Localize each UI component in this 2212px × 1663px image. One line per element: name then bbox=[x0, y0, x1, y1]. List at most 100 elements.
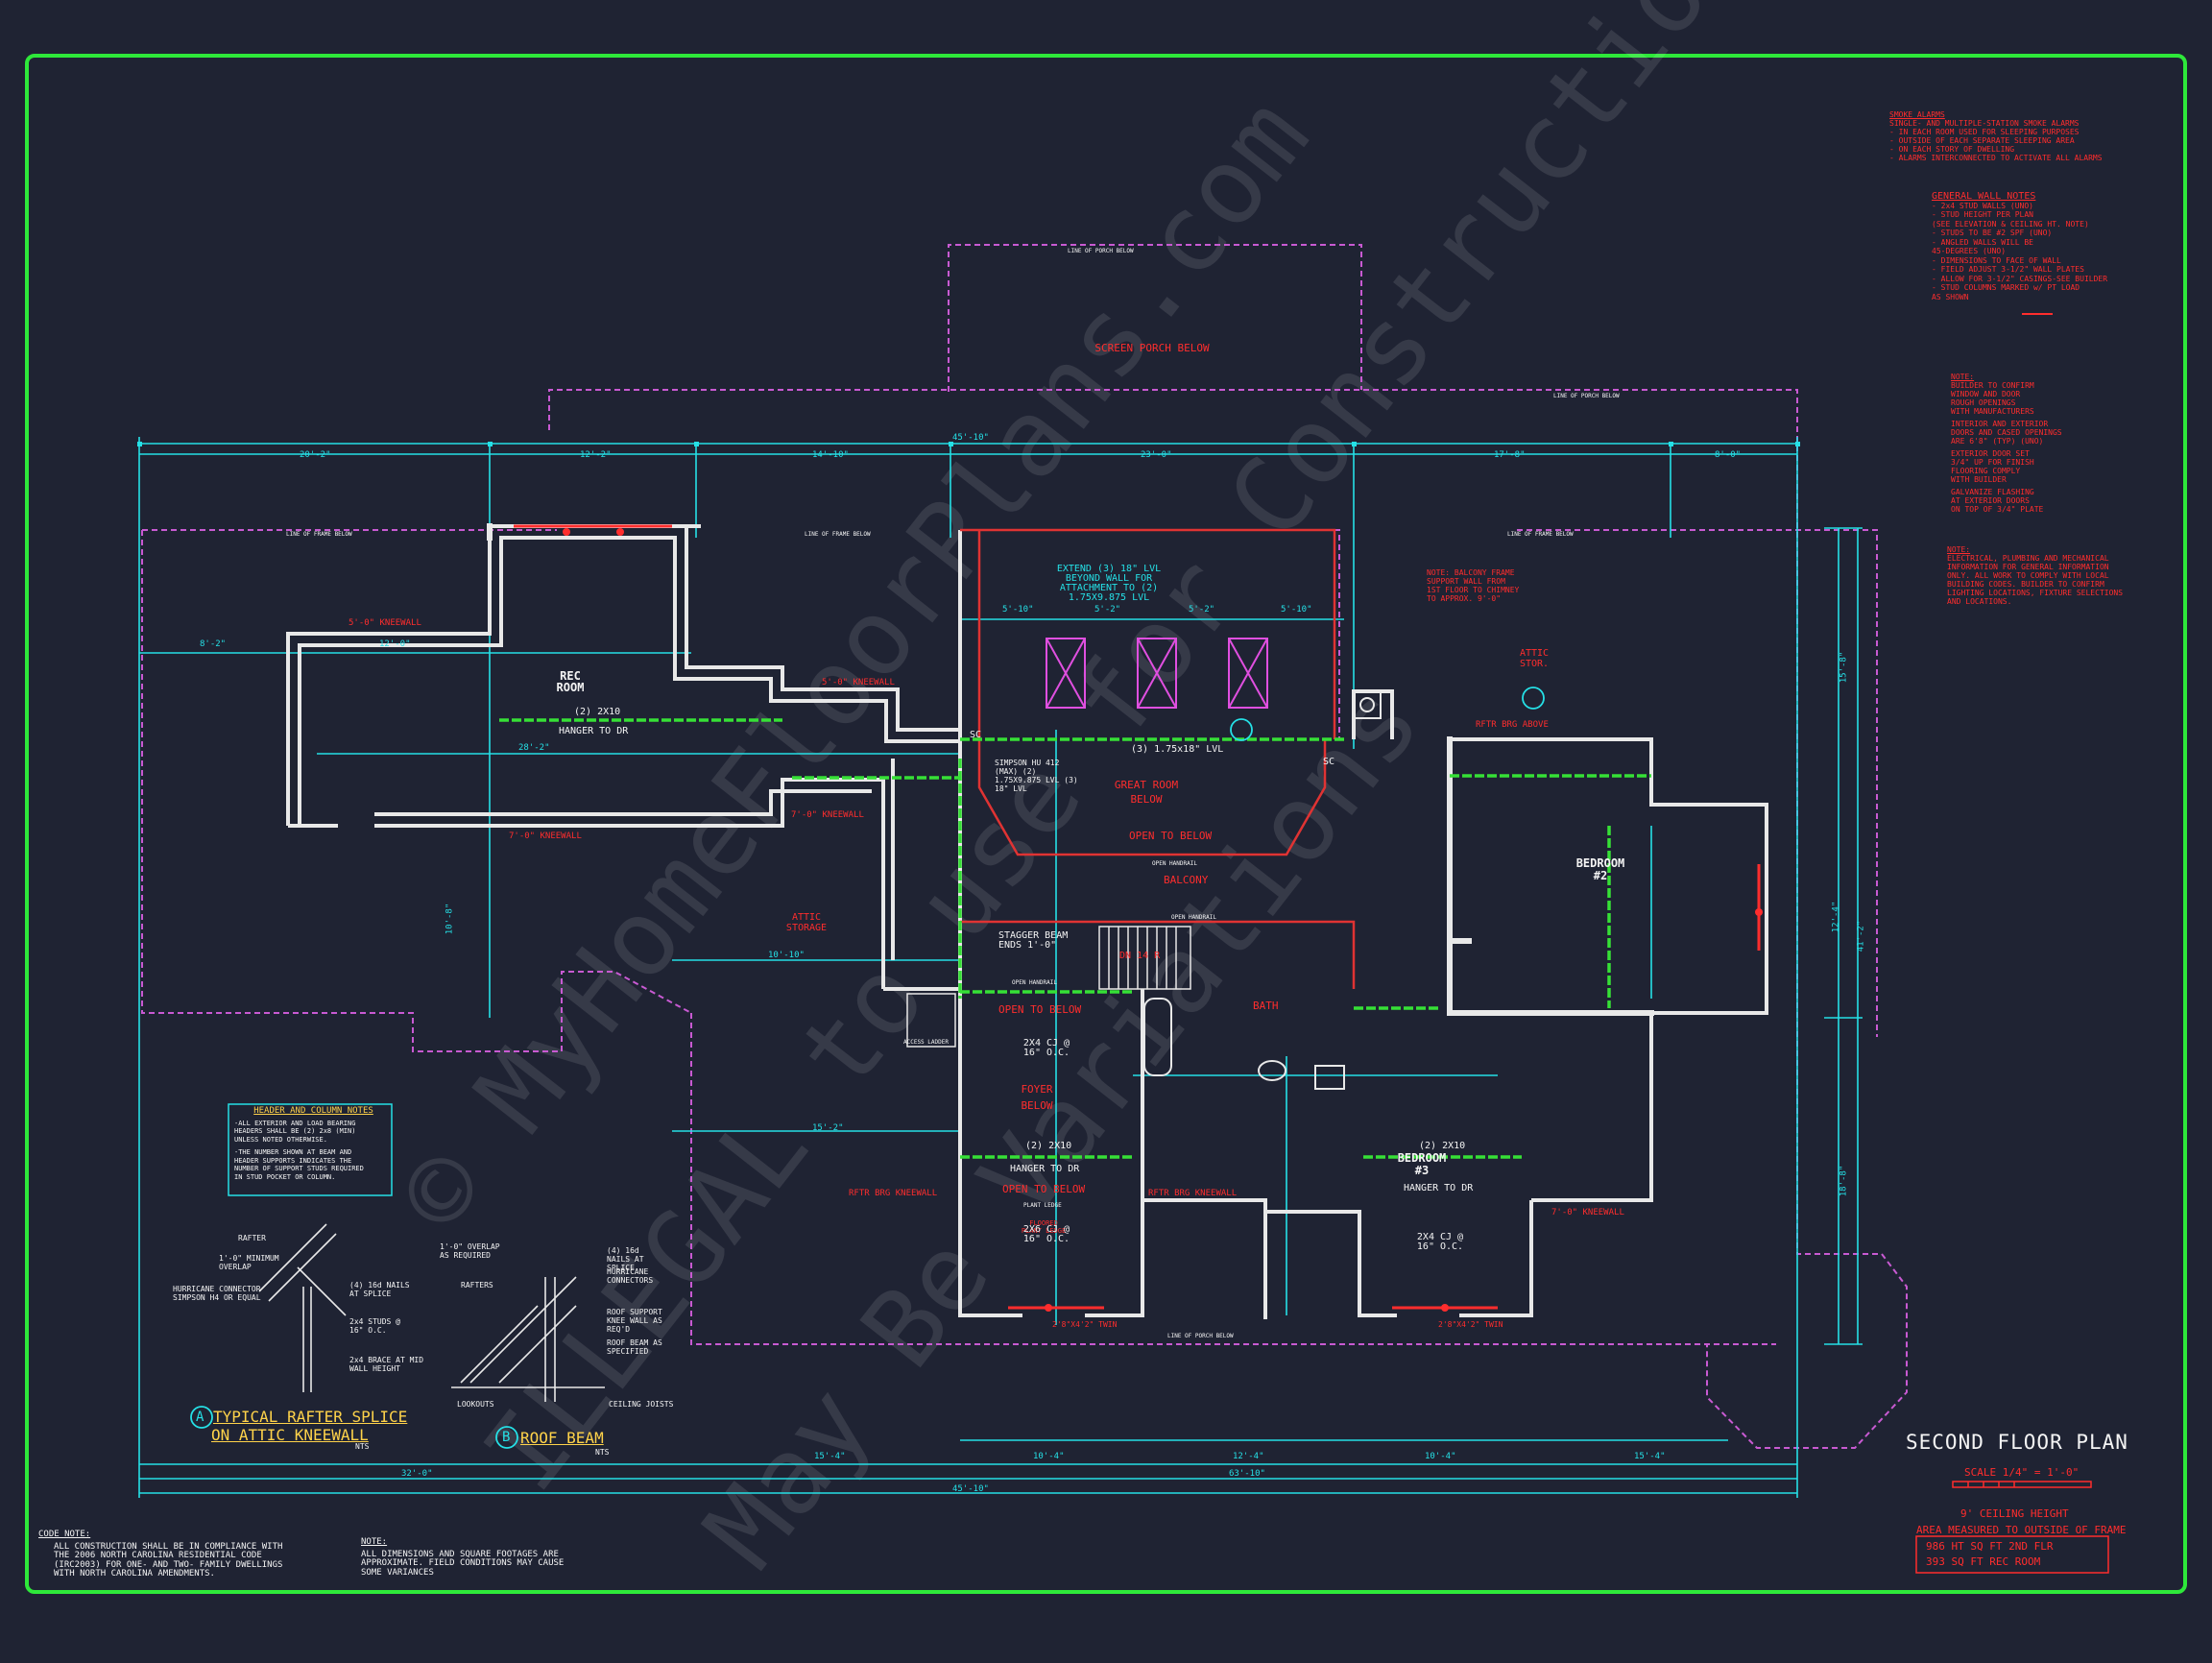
dim-bottom: 32'-0" bbox=[401, 1469, 433, 1479]
note-line: BUILDER TO CONFIRM bbox=[1951, 381, 2034, 390]
header-line: NUMBER OF SUPPORT STUDS REQUIRED bbox=[234, 1165, 364, 1172]
room-foyer: FOYER BELOW bbox=[1021, 1083, 1053, 1112]
kneewall-5-label-b: 5'-0" KNEEWALL bbox=[822, 678, 895, 687]
smoke-line: - ALARMS INTERCONNECTED TO ACTIVATE ALL … bbox=[1889, 154, 2103, 162]
dim-top: 14'-10" bbox=[812, 450, 849, 460]
wall-line: - ALLOW FOR 3-1/2" CASINGS-SEE BUILDER bbox=[1932, 274, 2108, 283]
detail-b-label: ROOF SUPPORT KNEE WALL AS REQ'D bbox=[607, 1308, 662, 1334]
dim-top: 8'-0" bbox=[1715, 450, 1742, 460]
dim-overall-top: 45'-10" bbox=[952, 433, 989, 443]
sc-label-2: SC bbox=[1323, 757, 1335, 767]
note-line: ARE 6'8" (TYP) (UNO) bbox=[1951, 437, 2044, 446]
wall-line: - ANGLED WALLS WILL BE bbox=[1932, 237, 2033, 247]
detail-a-label: HURRICANE CONNECTOR SIMPSON H4 OR EQUAL bbox=[173, 1285, 261, 1302]
rec-room-walls bbox=[488, 524, 962, 1311]
detail-b-label: HURRICANE CONNECTORS bbox=[607, 1267, 654, 1285]
window-label-2: 2'8"X4'2" TWIN bbox=[1438, 1320, 1503, 1329]
wall-line: - STUDS TO BE #2 SPF (UNO) bbox=[1932, 229, 2053, 237]
rftr-label-1: RFTR BRG KNEEWALL bbox=[849, 1189, 938, 1198]
room-open-to-below-2: OPEN TO BELOW bbox=[998, 1003, 1082, 1016]
dim-inner: 8'-2" bbox=[200, 639, 227, 649]
dim-bottom: 63'-10" bbox=[1229, 1469, 1265, 1479]
sheet-border bbox=[25, 54, 2187, 1594]
detail-a-title-2: ON ATTIC KNEEWALL bbox=[211, 1426, 369, 1444]
note-line: INTERIOR AND EXTERIOR bbox=[1951, 420, 2049, 428]
smoke-line: - OUTSIDE OF EACH SEPARATE SLEEPING AREA bbox=[1889, 136, 2075, 145]
code-line: (IRC2003) FOR ONE- AND TWO- FAMILY DWELL… bbox=[54, 1559, 283, 1570]
hanger-label: HANGER TO DR bbox=[559, 726, 629, 736]
detail-b-nts: NTS bbox=[595, 1448, 610, 1457]
x2x10-label: (2) 2X10 bbox=[574, 707, 621, 717]
detail-b-label: CEILING JOISTS bbox=[609, 1400, 674, 1409]
room-bath: BATH bbox=[1253, 1000, 1279, 1012]
room-attic-stor: ATTIC STOR. bbox=[1519, 648, 1550, 669]
room-great-room: GREAT ROOM BELOW bbox=[1114, 779, 1179, 806]
general-note: NOTE: ALL DIMENSIONS AND SQUARE FOOTAGES… bbox=[361, 1537, 630, 1578]
dim-bottom2: 10'-4" bbox=[1033, 1452, 1065, 1461]
general-note-title: NOTE: bbox=[361, 1537, 388, 1547]
dim-right: 12'-4" bbox=[1831, 901, 1841, 933]
dim-bottom2: 15'-4" bbox=[1634, 1452, 1666, 1461]
detail-b-label: 1'-0" OVERLAP AS REQUIRED bbox=[440, 1242, 500, 1260]
detail-a-label: RAFTER bbox=[238, 1234, 266, 1242]
mep-line: BUILDING CODES. BUILDER TO CONFIRM bbox=[1947, 580, 2104, 589]
plan-scale: SCALE 1/4" = 1'-0" bbox=[1964, 1466, 2080, 1479]
note-line: EXTERIOR DOOR SET bbox=[1951, 449, 2030, 458]
wall-notes: GENERAL WALL NOTES - 2x4 STUD WALLS (UNO… bbox=[1932, 192, 2162, 301]
header-line: HEADERS SHALL BE (2) 2x8 (MIN) bbox=[234, 1127, 356, 1135]
dim-inner: 5'-10" bbox=[1002, 605, 1034, 615]
header-notes: HEADER AND COLUMN NOTES -ALL EXTERIOR AN… bbox=[234, 1107, 393, 1181]
section-markers bbox=[190, 687, 1545, 1449]
sc-label: SC bbox=[970, 730, 982, 740]
open-handrail-1: OPEN HANDRAIL bbox=[1152, 860, 1197, 867]
detail-a-label: (4) 16d NAILS AT SPLICE bbox=[349, 1281, 410, 1298]
detail-b-graphic bbox=[451, 1276, 605, 1402]
code-line: ALL CONSTRUCTION SHALL BE IN COMPLIANCE … bbox=[54, 1541, 283, 1552]
room-open-to-below-3: OPEN TO BELOW bbox=[1002, 1183, 1086, 1195]
porch-below-3: LINE OF PORCH BELOW bbox=[1167, 1333, 1234, 1339]
dim-right: 41'-2" bbox=[1856, 920, 1866, 952]
detail-a-marker: A bbox=[196, 1410, 204, 1425]
detail-a-label: 2x4 STUDS @ 16" O.C. bbox=[349, 1317, 400, 1335]
header-line: -ALL EXTERIOR AND LOAD BEARING bbox=[234, 1119, 356, 1127]
x2x10-foyer: (2) 2X10 bbox=[1025, 1141, 1072, 1151]
note-line: WITH MANUFACTURERS bbox=[1951, 407, 2034, 416]
dim-inner: 28'-2" bbox=[518, 743, 550, 753]
mep-notes: NOTE: ELECTRICAL, PLUMBING AND MECHANICA… bbox=[1947, 545, 2168, 606]
skylights bbox=[1046, 638, 1268, 709]
code-note: CODE NOTE: ALL CONSTRUCTION SHALL BE IN … bbox=[38, 1530, 346, 1579]
general-line: APPROXIMATE. FIELD CONDITIONS MAY CAUSE bbox=[361, 1558, 565, 1568]
dim-inner: 5'-2" bbox=[1094, 605, 1121, 615]
room-open-to-below: OPEN TO BELOW bbox=[1129, 830, 1213, 842]
ceiling-height: 9' CEILING HEIGHT bbox=[1960, 1507, 2069, 1520]
detail-b-title: ROOF BEAM bbox=[520, 1429, 604, 1447]
area-header: AREA MEASURED TO OUTSIDE OF FRAME bbox=[1916, 1524, 2127, 1536]
code-note-title: CODE NOTE: bbox=[38, 1530, 91, 1539]
detail-b-marker: B bbox=[502, 1430, 511, 1445]
hanger-label-bed3: HANGER TO DR bbox=[1404, 1183, 1474, 1193]
kneewall-5-label: 5'-0" KNEEWALL bbox=[349, 618, 421, 628]
cj-bed3: 2X4 CJ @ 16" O.C. bbox=[1416, 1232, 1464, 1252]
note-line: AT EXTERIOR DOORS bbox=[1951, 496, 2030, 505]
stairs bbox=[906, 926, 1191, 1048]
area-rec-room: 393 SQ FT REC ROOM bbox=[1926, 1555, 2041, 1568]
note-line: FLOORING COMPLY bbox=[1951, 467, 2021, 475]
header-line: IN STUD POCKET OR COLUMN. bbox=[234, 1172, 336, 1181]
builder-notes-title: NOTE: bbox=[1951, 373, 1975, 381]
room-screen-porch: SCREEN PORCH BELOW bbox=[1094, 342, 1210, 354]
lvl-beam-label: (3) 1.75x18" LVL bbox=[1131, 744, 1224, 755]
general-line: SOME VARIANCES bbox=[361, 1567, 434, 1578]
dim-top: 23'-0" bbox=[1141, 450, 1172, 460]
room-rec-room: REC ROOM bbox=[556, 669, 585, 694]
header-notes-box bbox=[228, 1103, 393, 1196]
note-line: ON TOP OF 3/4" PLATE bbox=[1951, 505, 2044, 514]
simpson-label: SIMPSON HU 412 (MAX) (2) 1.75X9.875 LVL … bbox=[995, 759, 1078, 793]
detail-b-label: (4) 16d NAILS AT SPLICE bbox=[607, 1246, 644, 1272]
cj-2x4-label: 2X4 CJ @ 16" O.C. bbox=[1022, 1038, 1070, 1058]
dim-right: 18'-8" bbox=[1839, 1165, 1849, 1197]
kneewall-7-label-b: 7'-0" KNEEWALL bbox=[791, 810, 864, 820]
detail-a-graphic bbox=[258, 1223, 347, 1392]
room-balcony: BALCONY bbox=[1164, 874, 1209, 886]
dim-top: 20'-2" bbox=[300, 450, 331, 460]
